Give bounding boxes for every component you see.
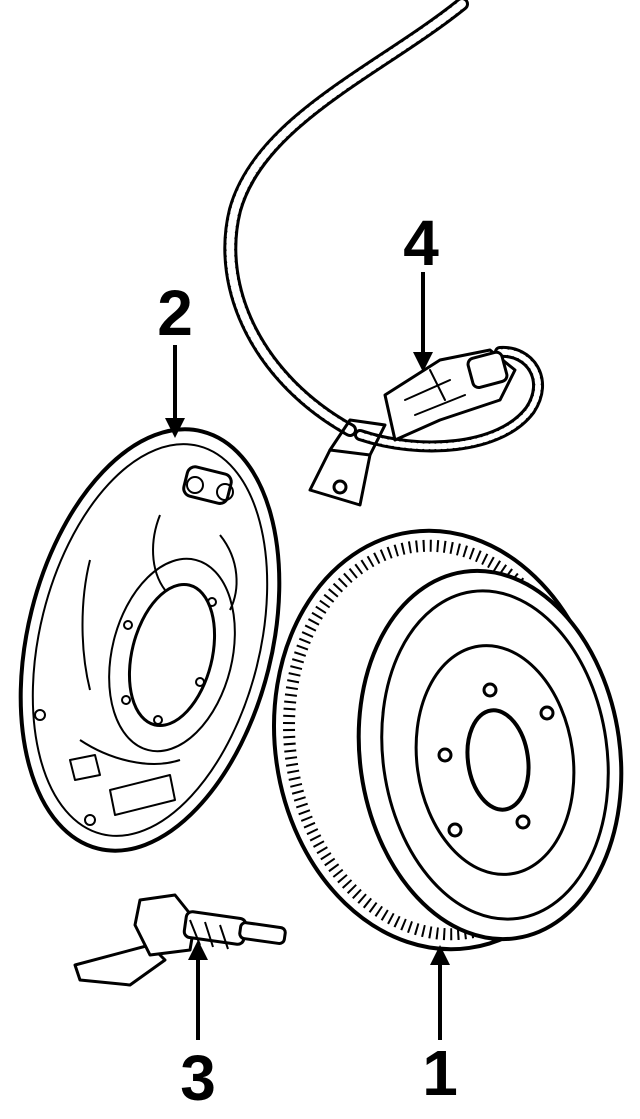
callout-4: 4 (403, 207, 439, 279)
backing-plate (18, 427, 282, 853)
speed-sensor (73, 893, 287, 987)
abs-sensor-harness (223, 0, 545, 507)
callout-2: 2 (157, 277, 193, 349)
leader-arrows (165, 272, 450, 1040)
callout-3: 3 (180, 1042, 216, 1114)
brake-drum (272, 528, 624, 952)
callout-1: 1 (422, 1037, 458, 1109)
